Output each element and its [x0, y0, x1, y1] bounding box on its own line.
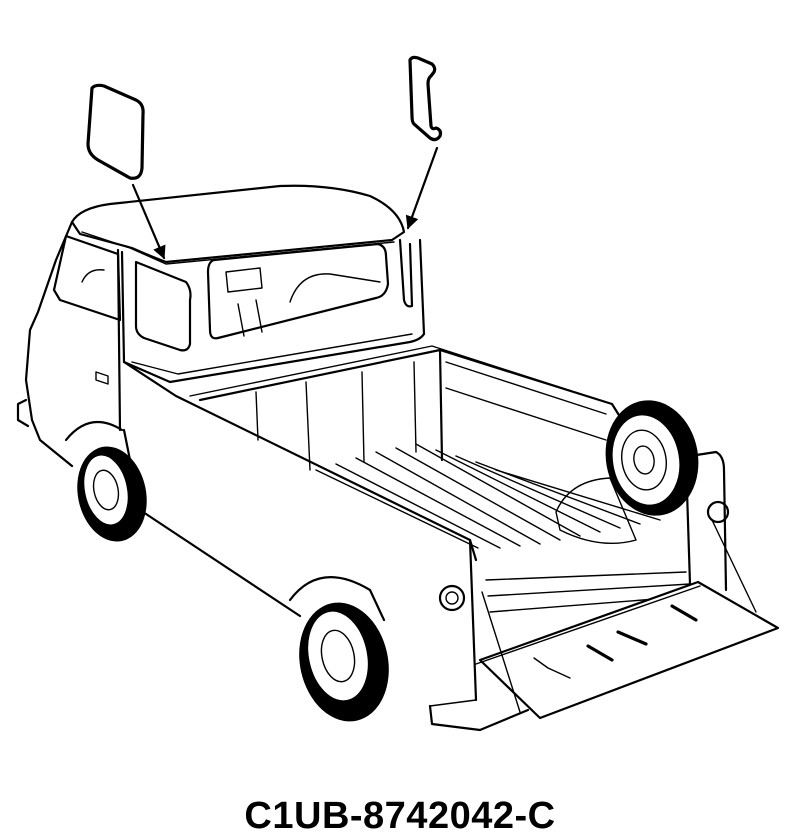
part-number-caption: C1UB-8742042-C: [244, 795, 556, 837]
front-wheel: [64, 420, 147, 542]
rear-bumper: [428, 699, 530, 732]
weatherstrip-part: [408, 55, 443, 142]
cargo-bed: [122, 345, 730, 702]
cab: [16, 184, 426, 468]
bed-floor-ribs: [315, 443, 695, 613]
rear-wheel: [288, 576, 389, 722]
corner-glass-part: [86, 83, 145, 180]
tailgate: [475, 519, 780, 720]
spare-tire: [605, 400, 699, 516]
callout-arrow-right: [405, 146, 439, 230]
callout-arrow-left: [131, 183, 166, 260]
